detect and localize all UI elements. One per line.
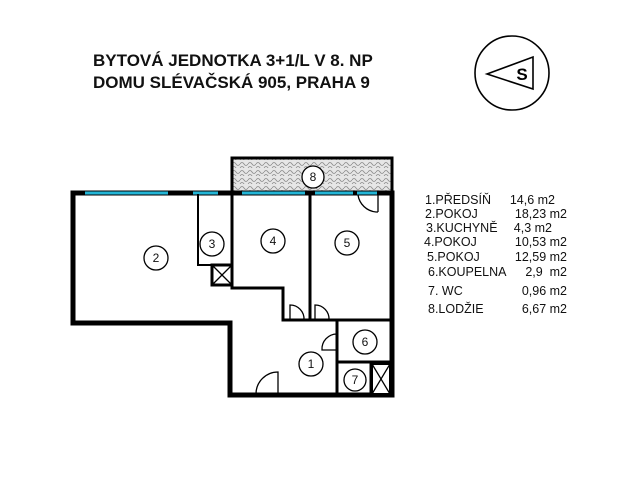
- door-swings: [255, 194, 379, 395]
- room-label-1: 1: [298, 351, 324, 377]
- legend-area: 18,23 m2: [515, 207, 567, 221]
- legend-area: 2,9 m2: [525, 265, 567, 279]
- svg-text:6: 6: [362, 335, 369, 349]
- legend-area: 4,3 m2: [514, 221, 552, 235]
- legend-name: 3.KUCHYNĚ: [426, 220, 498, 235]
- room-label-5: 5: [334, 230, 360, 256]
- svg-text:8: 8: [310, 170, 317, 184]
- room-label-7: 7: [343, 368, 367, 392]
- legend-name: 8.LODŽIE: [428, 301, 484, 316]
- door-icon: [357, 194, 378, 213]
- legend-name: 5.POKOJ: [427, 250, 480, 264]
- door-icon: [314, 304, 330, 321]
- compass-label: S: [516, 65, 527, 84]
- legend-area: 6,67 m2: [522, 302, 567, 316]
- legend-area: 0,96 m2: [522, 284, 567, 298]
- room-label-2: 2: [143, 245, 169, 271]
- room-label-8: 8: [301, 165, 325, 189]
- door-icon: [289, 304, 305, 321]
- legend-name: 1.PŘEDSÍŇ: [425, 192, 491, 207]
- svg-text:3: 3: [209, 237, 216, 251]
- room-label-3: 3: [199, 231, 225, 257]
- interior-walls: [197, 193, 394, 397]
- area-legend: 1.PŘEDSÍŇ 14,6 m2 2.POKOJ 18,23 m2 3.KUC…: [424, 192, 567, 316]
- outer-walls: [70, 190, 395, 398]
- legend-area: 12,59 m2: [515, 250, 567, 264]
- legend-name: 6.KOUPELNA: [428, 265, 507, 279]
- legend-name: 2.POKOJ: [425, 207, 478, 221]
- title-line-1: BYTOVÁ JEDNOTKA 3+1/L V 8. NP: [93, 51, 373, 70]
- legend-name: 4.POKOJ: [424, 235, 477, 249]
- ventilation-shaft-icon: [210, 263, 234, 287]
- legend-name: 7. WC: [428, 284, 463, 298]
- svg-text:4: 4: [270, 234, 277, 248]
- room-label-4: 4: [260, 228, 286, 254]
- title-line-2: DOMU SLÉVAČSKÁ 905, PRAHA 9: [93, 73, 370, 92]
- legend-area: 10,53 m2: [515, 235, 567, 249]
- room-label-6: 6: [352, 329, 378, 355]
- compass-icon: S: [474, 35, 550, 111]
- door-icon: [255, 371, 279, 395]
- svg-text:7: 7: [352, 373, 359, 387]
- legend-area: 14,6 m2: [510, 193, 555, 207]
- svg-text:1: 1: [308, 357, 315, 371]
- svg-text:2: 2: [153, 251, 160, 265]
- svg-text:5: 5: [344, 236, 351, 250]
- door-icon: [321, 333, 338, 351]
- ventilation-shaft-icon: [371, 363, 391, 395]
